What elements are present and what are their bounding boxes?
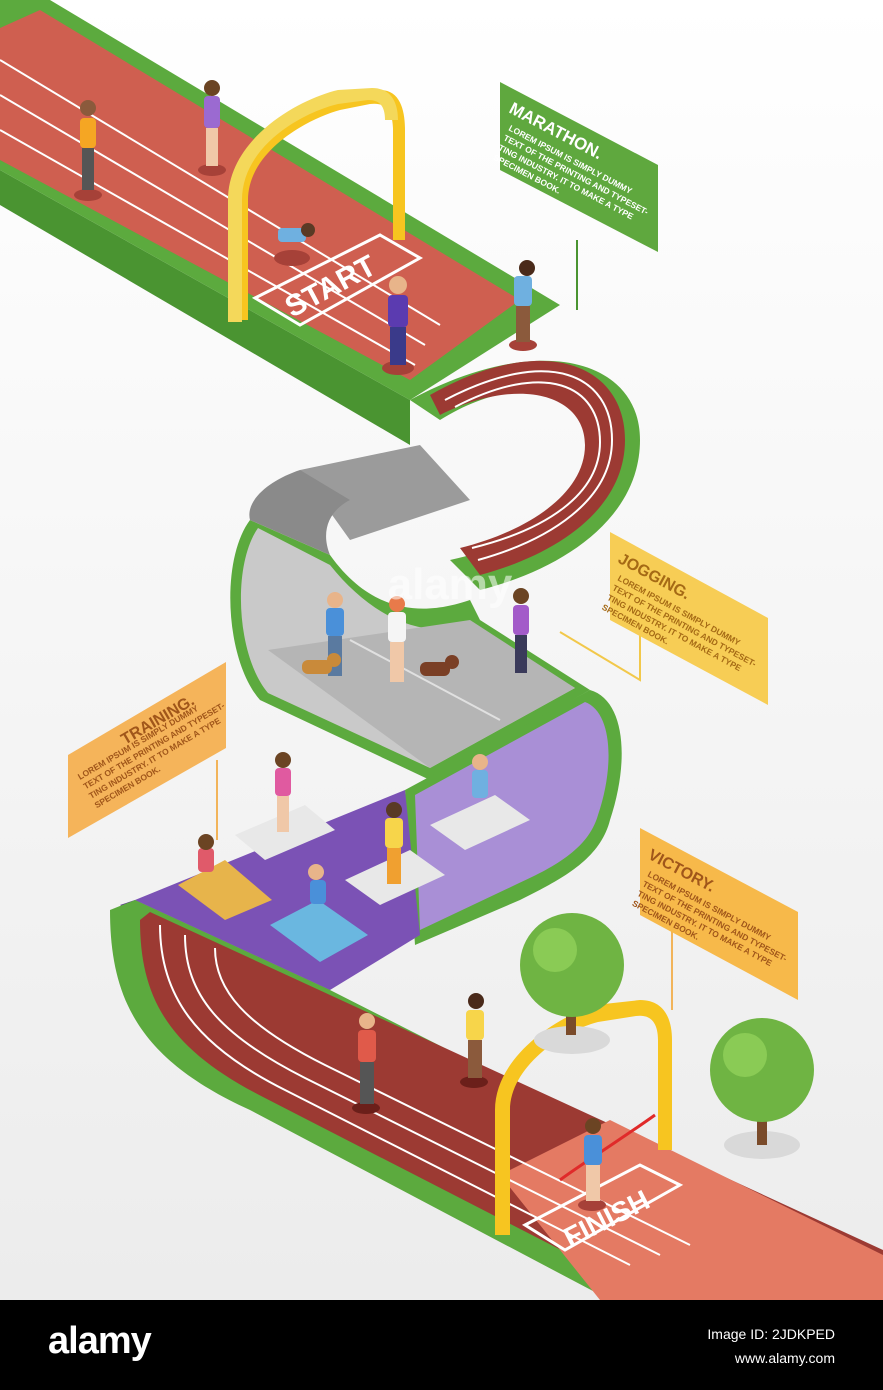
runner-figure xyxy=(385,802,403,884)
runner-figure xyxy=(472,754,488,798)
runner-figure xyxy=(509,260,537,351)
tree-icon xyxy=(520,913,624,1054)
park-level xyxy=(230,445,590,780)
runner-figure xyxy=(274,223,315,266)
runner-figure xyxy=(74,100,102,201)
runner-figure xyxy=(352,1013,380,1114)
tree-icon xyxy=(710,1018,814,1159)
footer-logo: alamy xyxy=(48,1320,152,1362)
image-id-text: Image ID: 2JDKPED xyxy=(707,1326,835,1342)
runner-figure xyxy=(388,596,406,682)
footer-bar: alamy Image ID: 2JDKPED www.alamy.com xyxy=(0,1300,883,1390)
runner-figure xyxy=(198,80,226,176)
runner-figure xyxy=(578,1118,606,1211)
runner-figure xyxy=(275,752,291,832)
upper-curl xyxy=(410,360,640,590)
dog-icon xyxy=(420,655,459,676)
marathon-infographic: START xyxy=(0,0,883,1300)
runners xyxy=(74,80,606,1211)
runner-figure xyxy=(198,834,214,872)
site-url-text: www.alamy.com xyxy=(734,1350,835,1366)
runner-figure xyxy=(513,588,529,673)
marathon-sign: MARATHON. LOREM IPSUM IS SIMPLY DUMMY TE… xyxy=(492,82,658,310)
footer-info: Image ID: 2JDKPED www.alamy.com xyxy=(707,1322,835,1370)
runner-figure xyxy=(382,276,414,375)
runner-figure xyxy=(460,993,488,1088)
dog-icon xyxy=(302,653,341,674)
runner-figure xyxy=(308,864,326,904)
